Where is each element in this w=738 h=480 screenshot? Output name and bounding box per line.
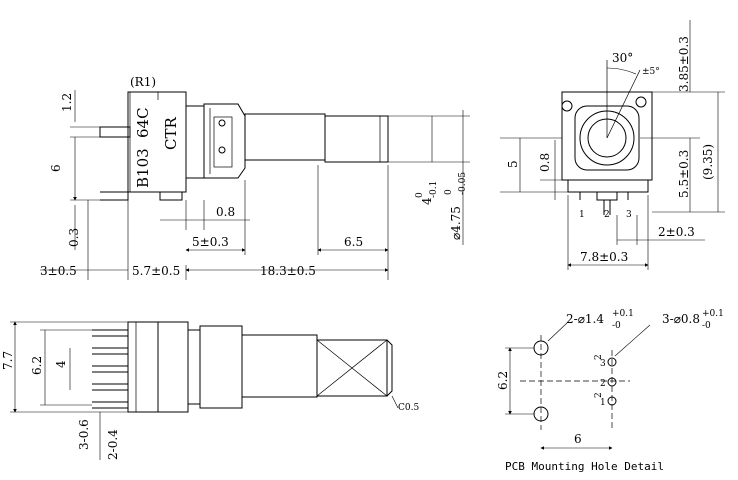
dim-4-base: 4: [420, 197, 434, 205]
front-pin-bottom: [100, 191, 129, 201]
angle-5: ±5°: [642, 67, 660, 77]
top-body-b: [157, 321, 189, 413]
side-view: 30° ±5° 1 2 3 3.85±0.3 5.5±0.3 (9.35) 5 …: [500, 20, 725, 270]
dim-0-8: 0.8: [538, 153, 552, 172]
dim-5: 5: [506, 160, 520, 168]
top-pin-2: [92, 347, 128, 355]
pcb-pin-2: 2: [600, 379, 606, 389]
body-text-1: B103: [134, 148, 152, 188]
dim-4-tol-upper: 0: [415, 192, 425, 198]
pcb-dim-2a: 2: [594, 354, 604, 360]
dim-5-7-pm: 5.7±0.5: [132, 264, 180, 278]
front-pin: [99, 126, 131, 138]
top-shaft-base: [241, 334, 318, 398]
front-shaft: [324, 115, 389, 163]
hole-large-tol-lower: -0: [612, 321, 621, 331]
angle-30: 30°: [612, 51, 633, 65]
dim-1-2: 1.2: [60, 93, 74, 112]
top-pin-3: [92, 365, 128, 373]
hole-small-label: 3-⌀0.8: [662, 312, 700, 326]
dim-5-5: 5.5±0.3: [677, 150, 691, 198]
pcb-dim-6-2: 6.2: [496, 371, 510, 390]
dim-4-75-tol-lower: -0.05: [458, 172, 468, 195]
pcb-pin-3: 3: [600, 359, 606, 369]
dim-3-85: 3.85±0.3: [677, 36, 691, 92]
hole-large-label: 2-⌀1.4: [566, 312, 604, 326]
dim-3-0-6: 3-0.6: [77, 419, 91, 450]
pcb-hole-small-3: [607, 357, 617, 367]
dim-4: 4: [54, 360, 68, 368]
top-pin-5: [92, 401, 128, 409]
dim-7-7: 7.7: [1, 351, 15, 370]
front-nut: [203, 103, 246, 179]
pcb-detail: 2-⌀1.4 +0.1 -0 3-⌀0.8 +0.1 -0 3 2 1 2 2 …: [496, 309, 724, 473]
dim-5-pm: 5±0.3: [192, 235, 229, 249]
hole-large-tol-upper: +0.1: [612, 309, 634, 319]
dim-2-pm: 2±0.3: [658, 225, 695, 239]
pcb-caption: PCB Mounting Hole Detail: [505, 460, 664, 473]
top-pin-4: [92, 383, 128, 391]
top-view: 7.7 6.2 4 3-0.6 2-0.4 C0.5: [1, 321, 419, 460]
pcb-pin-1: 1: [600, 398, 606, 408]
dim-6-2: 6.2: [30, 356, 44, 375]
pin-1-label: 1: [579, 210, 585, 220]
dim-2-0-4: 2-0.4: [106, 429, 120, 460]
pin-2-label: 2: [604, 210, 610, 220]
front-view: B103 64C CTR (R1) 1.2 6 0.3 0.8 5±0.3 6.…: [40, 75, 470, 280]
r1-label: (R1): [130, 75, 156, 89]
dim-7-8: 7.8±0.3: [580, 250, 628, 264]
pcb-dim-2b: 2: [594, 392, 604, 398]
body-text-3: CTR: [162, 117, 180, 150]
dim-0-3: 0.3: [67, 228, 81, 247]
chamfer-label: C0.5: [398, 403, 419, 413]
pin-3-label: 3: [626, 210, 632, 220]
pcb-dim-6: 6: [574, 432, 582, 446]
front-shaft-base: [244, 113, 326, 161]
hole-small-tol-lower: -0: [702, 321, 711, 331]
dim-3-pm: 3±0.5: [40, 264, 77, 278]
top-pin-1: [92, 329, 128, 337]
top-body-a: [127, 321, 159, 413]
top-shaft: [316, 339, 388, 397]
dim-0-8: 0.8: [216, 205, 235, 219]
dim-6: 6: [49, 164, 63, 172]
dim-4-75-base: ⌀4.75: [449, 206, 463, 240]
dim-4-75-tol-upper: 0: [444, 189, 454, 195]
hole-small-tol-upper: +0.1: [702, 309, 724, 319]
dim-4-tol-lower: -0.1: [429, 181, 439, 198]
dim-18-3-pm: 18.3±0.5: [260, 264, 316, 278]
dim-9-35: (9.35): [701, 144, 715, 180]
dim-6-5: 6.5: [344, 235, 363, 249]
body-text-2: 64C: [134, 107, 152, 138]
